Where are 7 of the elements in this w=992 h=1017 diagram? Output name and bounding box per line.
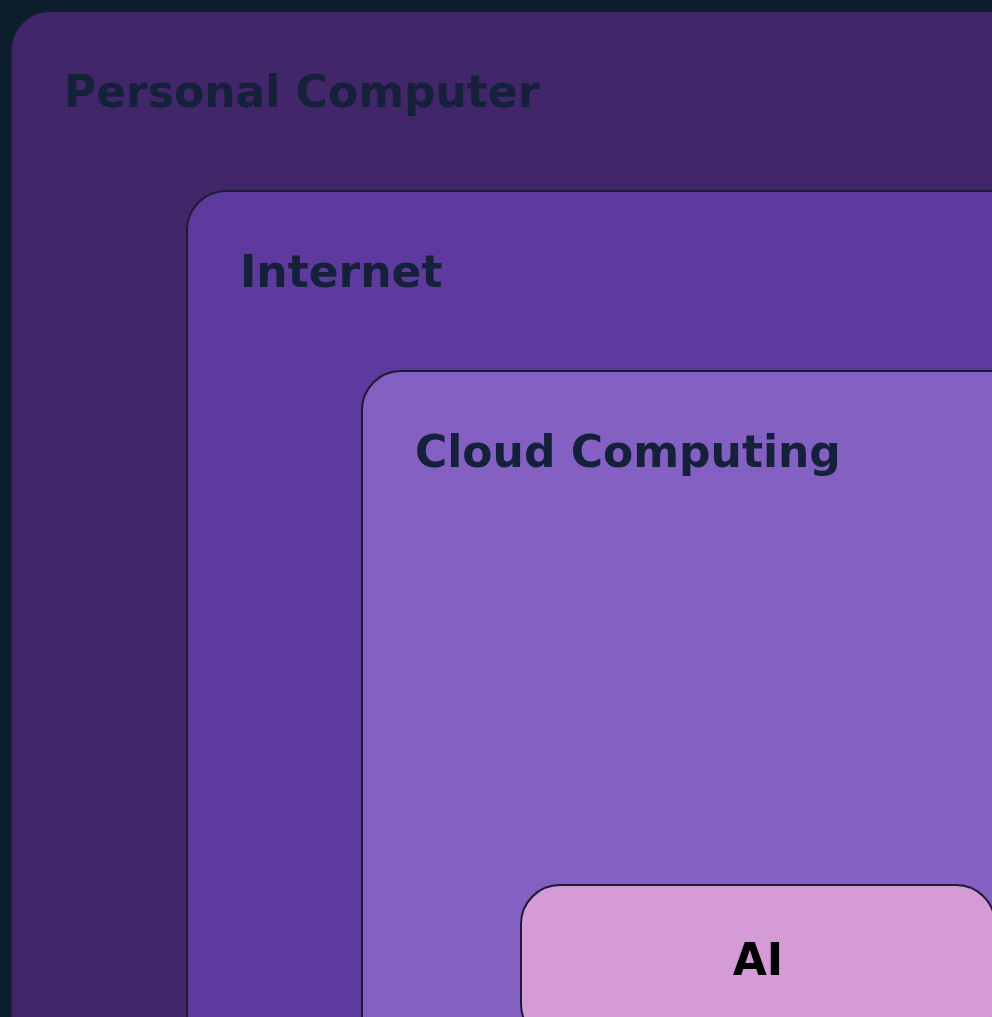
box-title: Internet — [240, 250, 443, 294]
nested-box — [361, 370, 992, 1017]
nested-box — [10, 10, 992, 1017]
nested-box — [520, 884, 992, 1017]
box-title: AI — [731, 938, 785, 982]
nested-box — [186, 190, 992, 1017]
box-title: Cloud Computing — [415, 430, 841, 474]
